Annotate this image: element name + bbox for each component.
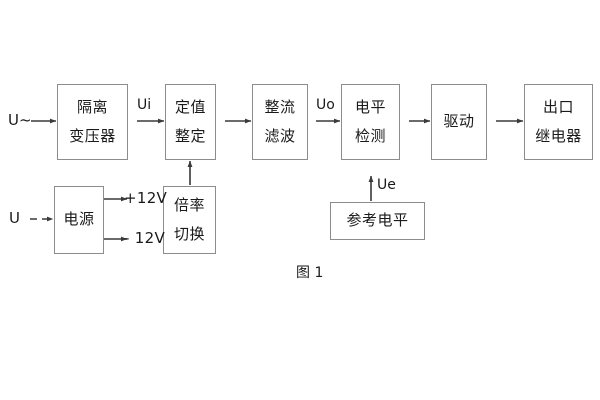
block-setting-value-line1: 定值 xyxy=(174,97,206,116)
block-reference-level[interactable]: 参考电平 xyxy=(330,202,425,240)
label-rail-negative: - 12V xyxy=(124,229,166,247)
block-rectify-filter[interactable]: 整流 滤波 xyxy=(252,84,308,160)
block-setting-value-line2: 整定 xyxy=(174,126,206,145)
block-level-detect-line1: 电平 xyxy=(354,97,386,116)
block-setting-value[interactable]: 定值 整定 xyxy=(165,84,216,160)
label-uo: Uo xyxy=(316,97,335,113)
block-reference-level-label: 参考电平 xyxy=(346,211,409,230)
block-isolation-transformer[interactable]: 隔离 变压器 xyxy=(57,84,128,160)
block-rectify-filter-line2: 滤波 xyxy=(264,126,296,145)
block-multiplier-switch-line2: 切换 xyxy=(173,224,205,243)
block-output-relay-line2: 继电器 xyxy=(535,126,582,145)
label-rail-positive: +12V xyxy=(124,189,168,207)
block-power-supply-label: 电源 xyxy=(63,210,95,229)
block-multiplier-switch[interactable]: 倍率 切换 xyxy=(163,186,216,254)
block-drive-label: 驱动 xyxy=(443,112,475,131)
block-isolation-transformer-line2: 变压器 xyxy=(69,126,116,145)
label-ue: Ue xyxy=(377,177,396,193)
label-input-ac: U~ xyxy=(8,111,32,129)
label-ui: Ui xyxy=(137,97,152,113)
block-level-detect-line2: 检测 xyxy=(354,126,386,145)
block-output-relay-line1: 出口 xyxy=(542,97,574,116)
figure-caption: 图 1 xyxy=(296,265,324,281)
block-multiplier-switch-line1: 倍率 xyxy=(173,195,205,214)
block-power-supply[interactable]: 电源 xyxy=(54,186,104,254)
block-output-relay[interactable]: 出口 继电器 xyxy=(524,84,593,160)
block-drive[interactable]: 驱动 xyxy=(431,84,487,160)
block-rectify-filter-line1: 整流 xyxy=(264,97,296,116)
block-level-detect[interactable]: 电平 检测 xyxy=(341,84,400,160)
block-isolation-transformer-line1: 隔离 xyxy=(76,97,108,116)
label-input-dc: U xyxy=(9,209,20,227)
